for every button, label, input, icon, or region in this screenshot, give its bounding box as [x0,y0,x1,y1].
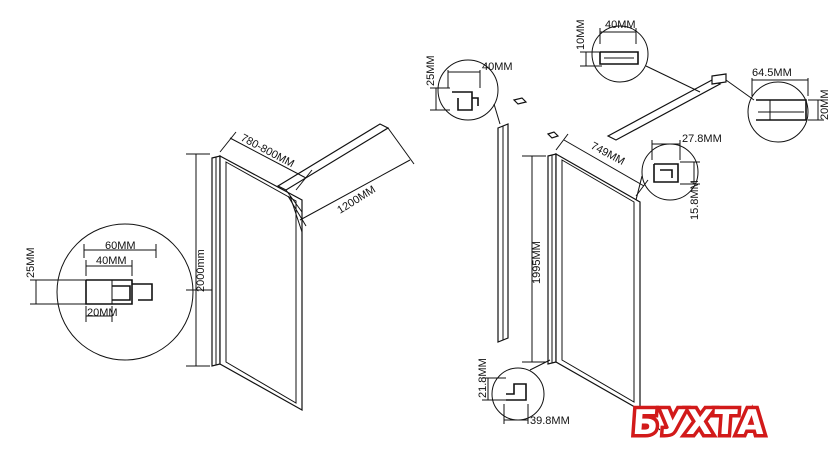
bracket-top-height: 10MM [575,19,587,50]
detail-inner-width: 40MM [96,255,127,267]
right-glass-panel [547,73,727,412]
detail-height: 25MM [25,247,37,278]
left-profile-detail: 60MM 40MM 25MM 20MM [25,223,212,361]
floor-line [639,409,661,431]
panel-height-label: 1995MM [531,241,543,284]
logo-outline: БУХТА [631,403,767,443]
panel-width-label: 749MM [589,140,627,168]
clip-height: 15.8MM [689,180,701,220]
bottom-width: 39.8MM [530,415,570,427]
bracket-right-width: 64.5MM [752,67,792,79]
detail-outer-width: 60MM [105,240,136,252]
bracket-top-detail: 40MM 10MM [575,19,701,93]
buxta-logo: БУХТА БУХТА [628,400,771,447]
clip-detail: 27.8MM 15.8MM [635,133,722,220]
bottom-detail: 21.8MM 39.8MM [477,358,570,427]
detail-bottom-width: 20MM [87,307,118,319]
left-glass-panel [211,123,390,412]
height-label: 2000mm [195,249,207,292]
dim-height-left: 2000mm [186,153,210,367]
dim-height-right: 1995MM [522,155,546,363]
clip-width: 27.8MM [682,133,722,145]
bracket-right-detail: 64.5MM 20MM [725,67,831,143]
bracket-top-width: 40MM [605,19,636,31]
profile-top-detail: 40MM 25MM [425,55,513,125]
width-range-label: 780-800MM [239,132,296,170]
profile-top-height: 25MM [425,55,437,86]
bottom-height: 21.8MM [477,358,489,398]
right-wall-profile [497,97,560,343]
profile-top-width: 40MM [482,61,513,73]
bracket-right-height: 20MM [819,89,831,120]
